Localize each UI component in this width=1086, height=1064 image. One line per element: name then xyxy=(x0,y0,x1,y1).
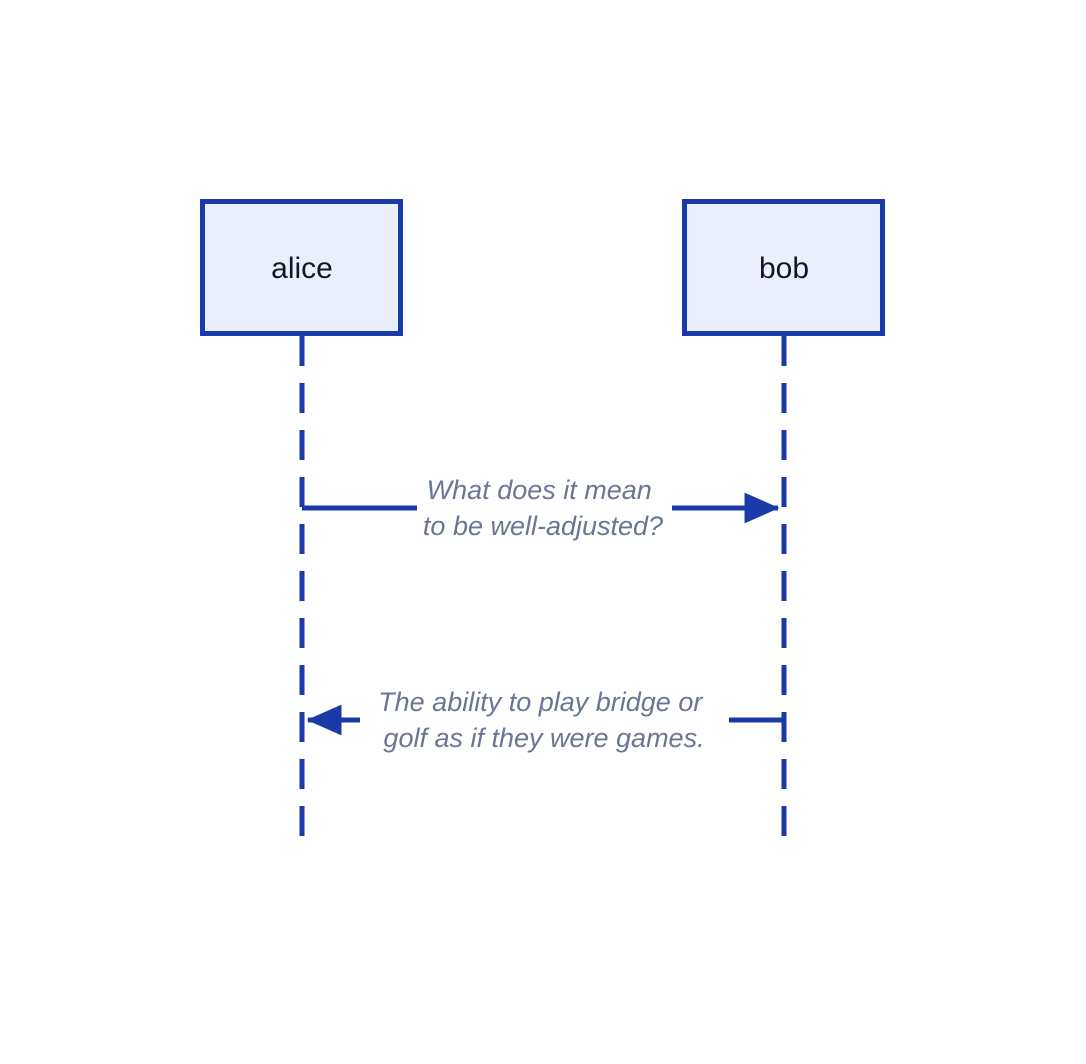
message-2-label-line-1: The ability to play bridge or xyxy=(378,687,703,717)
message-1-label-line-2: to be well-adjusted? xyxy=(423,511,663,541)
participant-label-bob: bob xyxy=(759,252,809,285)
message-1-label-line-1: What does it mean xyxy=(427,475,652,505)
participant-box-alice[interactable] xyxy=(200,199,403,336)
message-1-label: What does it mean to be well-adjusted? xyxy=(423,475,663,541)
lifelines-group xyxy=(299,336,787,841)
message-2-label: The ability to play bridge or golf as if… xyxy=(378,687,710,753)
message-2-label-line-2: golf as if they were games. xyxy=(383,723,704,753)
participant-bob[interactable]: bob xyxy=(682,199,885,336)
participant-label-alice: alice xyxy=(271,252,333,285)
message-1[interactable]: What does it mean to be well-adjusted? xyxy=(302,475,780,541)
participant-alice[interactable]: alice xyxy=(200,199,403,336)
participant-box-bob[interactable] xyxy=(682,199,885,336)
message-2[interactable]: The ability to play bridge or golf as if… xyxy=(306,687,784,753)
